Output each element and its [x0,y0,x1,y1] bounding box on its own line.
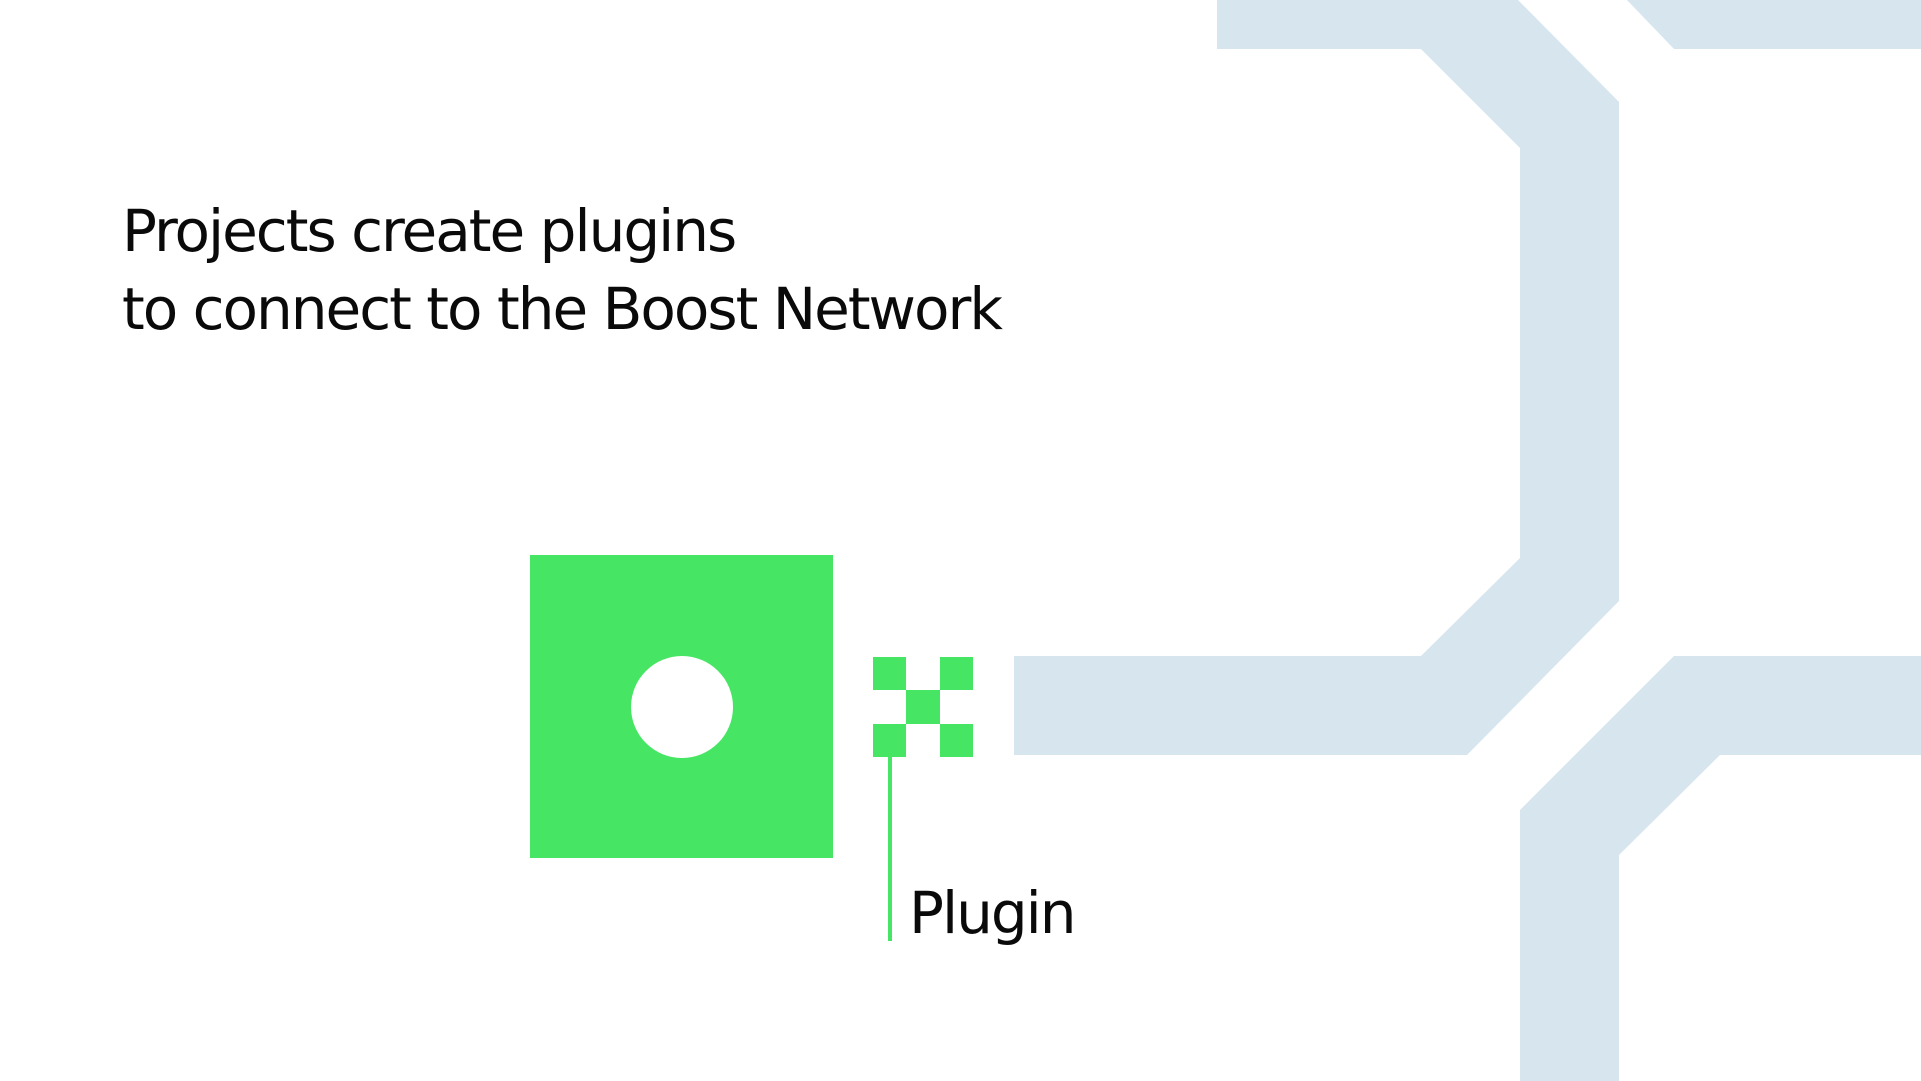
checker-cell-bottom-left [873,724,906,757]
headline: Projects create plugins to connect to th… [122,192,1003,348]
network-path-top-left [1014,0,1619,755]
plugin-connector [873,657,973,757]
checker-cell-bottom-right [940,724,973,757]
checker-cell-top-right [940,657,973,690]
network-path-top-right [1627,0,1921,49]
project-block [530,555,833,858]
plugin-label-leader-line [888,757,892,941]
checker-cell-center [906,690,940,724]
boost-network [1014,0,1921,1081]
checker-cell-top-left [873,657,906,690]
headline-line-1: Projects create plugins [122,197,737,265]
plugin-label: Plugin [909,879,1077,947]
network-path-bottom-right [1520,656,1921,1081]
project-circle-icon [631,656,733,758]
headline-line-2: to connect to the Boost Network [122,275,1003,343]
